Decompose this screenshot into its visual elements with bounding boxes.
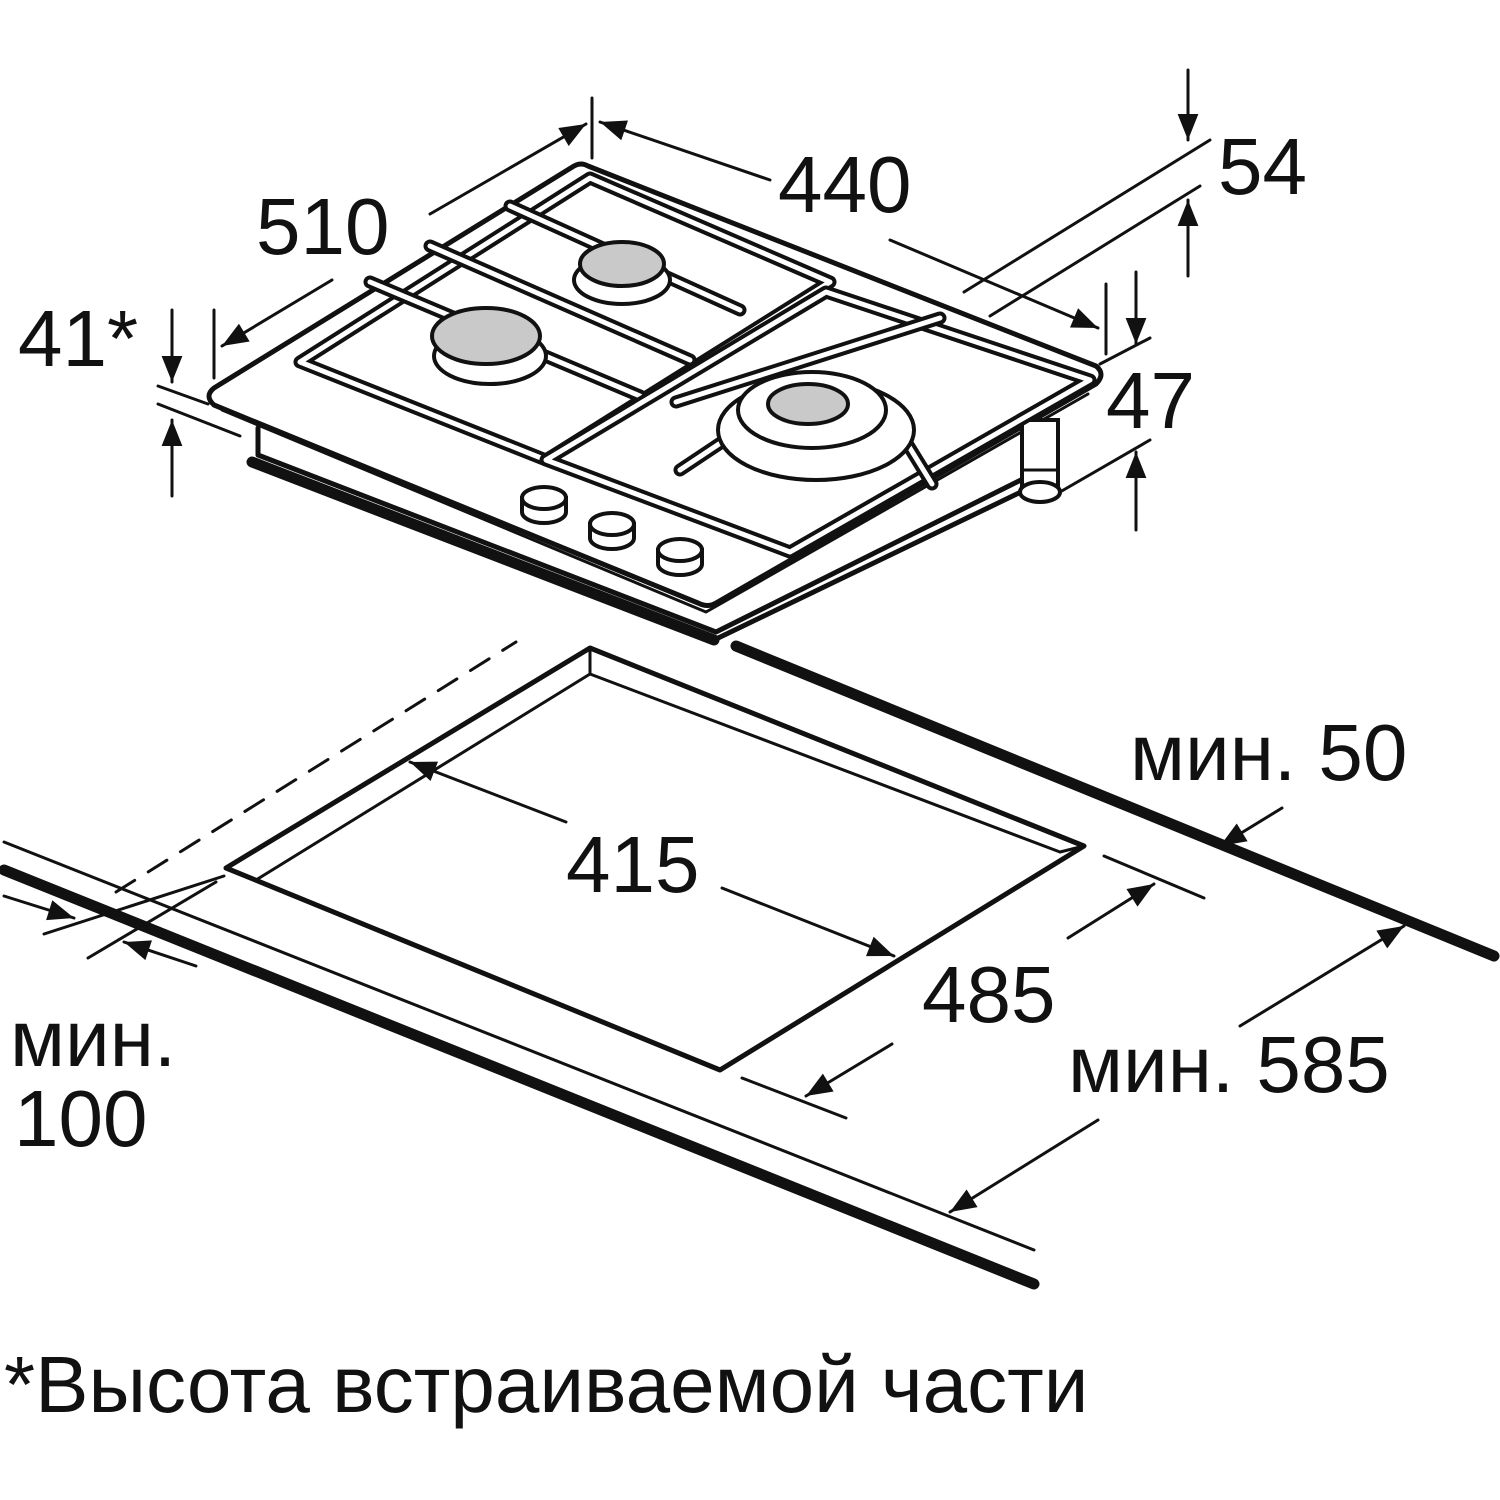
knob-1	[520, 485, 568, 525]
hob-base-edge	[246, 456, 720, 646]
footnote: *Высота встраиваемой части	[4, 1340, 1089, 1429]
hob-drawing	[206, 161, 1104, 646]
burner-wok	[716, 370, 916, 482]
dim-440-line	[598, 120, 772, 182]
dim-54-label: 54	[1218, 122, 1307, 211]
pan-support-right	[539, 285, 1097, 559]
hob-base-front	[255, 425, 1048, 635]
dim-485-label: 485	[922, 950, 1055, 1039]
dim-min100-label-line2: 100	[14, 1074, 147, 1163]
burner-front-left	[430, 306, 548, 386]
burner-rear	[572, 240, 672, 306]
worktop-back-edge	[730, 640, 1500, 962]
dim-41-label: 41*	[18, 294, 138, 383]
dim-min100-label-line1: мин.	[10, 994, 176, 1083]
worktop-front-edge	[0, 864, 1040, 1290]
hob-dimensions: 440 510 54 41* 47	[18, 68, 1307, 532]
knob-3	[656, 537, 704, 577]
worktop-cutout-drawing	[0, 640, 1500, 1290]
dim-min585-label: мин. 585	[1068, 1020, 1390, 1109]
cutout-dimensions: 415 485 мин. 50 мин. 100 мин. 585	[2, 708, 1407, 1214]
hob-top-plate-inner	[220, 392, 1090, 614]
knob-2	[588, 511, 636, 551]
dim-415-label: 415	[566, 820, 699, 909]
dim-440-label: 440	[778, 140, 911, 229]
gas-inlet	[1018, 418, 1062, 504]
hob-top-plate	[206, 161, 1104, 608]
dim-510-label: 510	[256, 182, 389, 271]
hob-base-side	[711, 475, 1053, 643]
dim-min50-label: мин. 50	[1130, 708, 1407, 797]
dim-47-label: 47	[1106, 356, 1195, 445]
control-knobs	[520, 485, 704, 577]
